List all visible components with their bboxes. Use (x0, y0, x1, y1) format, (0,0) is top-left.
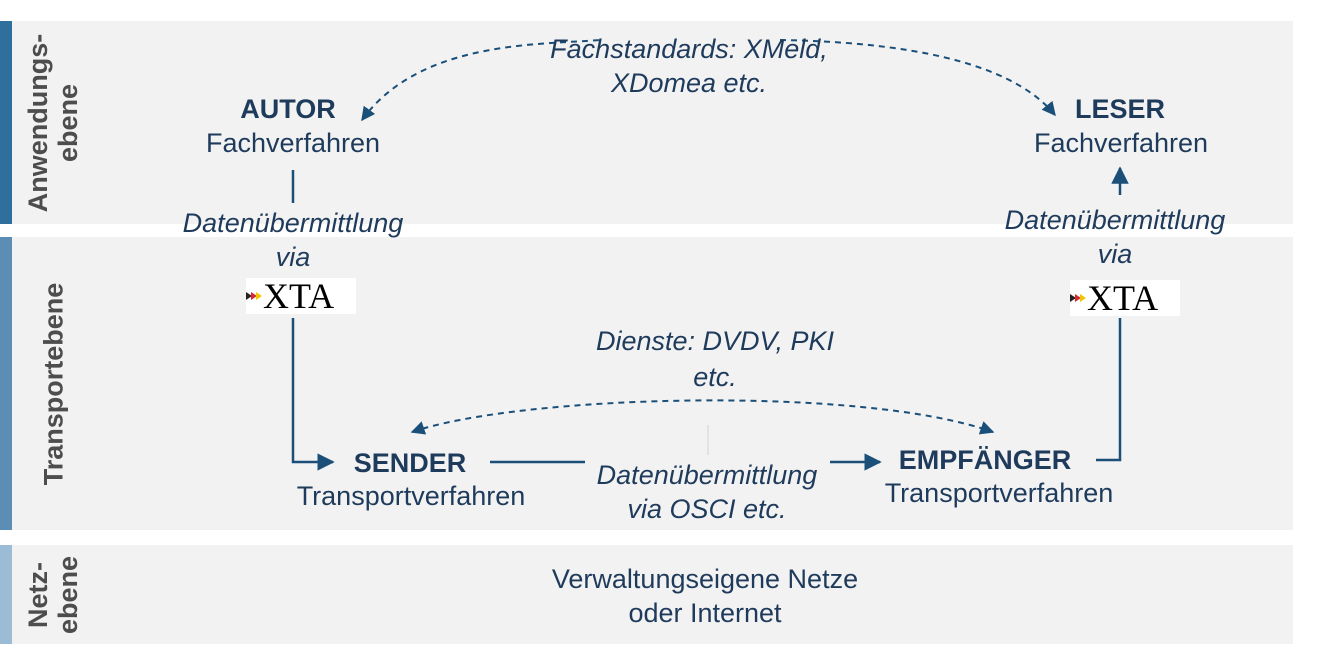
xta-logo-left: XTA (246, 278, 356, 314)
left-transfer-line2: via (275, 242, 311, 272)
empfaenger-subtitle: Transportverfahren (884, 478, 1114, 508)
empfaenger-to-leser-line (1096, 168, 1120, 462)
leser-title: LESER (1074, 94, 1166, 124)
sender-title: SENDER (353, 448, 467, 478)
xta-arrow-icon (1070, 294, 1086, 302)
right-transfer-line2: via (1097, 239, 1133, 269)
fachstandards-line1: Fachstandards: XMeld, (550, 34, 828, 64)
network-layer-band (0, 545, 1293, 644)
network-layer-bar (0, 545, 12, 644)
dienste-line1: Dienste: DVDV, PKI (595, 326, 835, 356)
right-transfer-line1: Datenübermittlung (1004, 205, 1226, 235)
fachstandards-dashed-arc (362, 39, 1055, 120)
leser-subtitle: Fachverfahren (1033, 128, 1209, 158)
dienste-line2: etc. (693, 362, 737, 392)
autor-subtitle: Fachverfahren (205, 128, 381, 158)
network-line2: oder Internet (628, 598, 782, 628)
transport-layer-bar (0, 237, 12, 530)
osci-line1: Datenübermittlung (596, 460, 818, 490)
left-transfer-line1: Datenübermittlung (182, 208, 404, 238)
empfaenger-title: EMPFÄNGER (898, 445, 1072, 475)
dienste-dashed-arc (410, 399, 995, 435)
xta-arrow-icon (246, 292, 262, 300)
network-line1: Verwaltungseigene Netze (551, 564, 859, 594)
fachstandards-line2: XDomea etc. (610, 68, 768, 98)
osci-line2: via OSCI etc. (627, 494, 787, 524)
xta-logo-text: XTA (263, 276, 335, 316)
application-layer-bar (0, 21, 12, 224)
xta-logo-text: XTA (1087, 278, 1159, 318)
autor-title: AUTOR (240, 94, 336, 124)
xta-logo-right: XTA (1070, 280, 1180, 316)
autor-to-sender-line (291, 170, 333, 462)
sender-subtitle: Transportverfahren (296, 481, 526, 511)
